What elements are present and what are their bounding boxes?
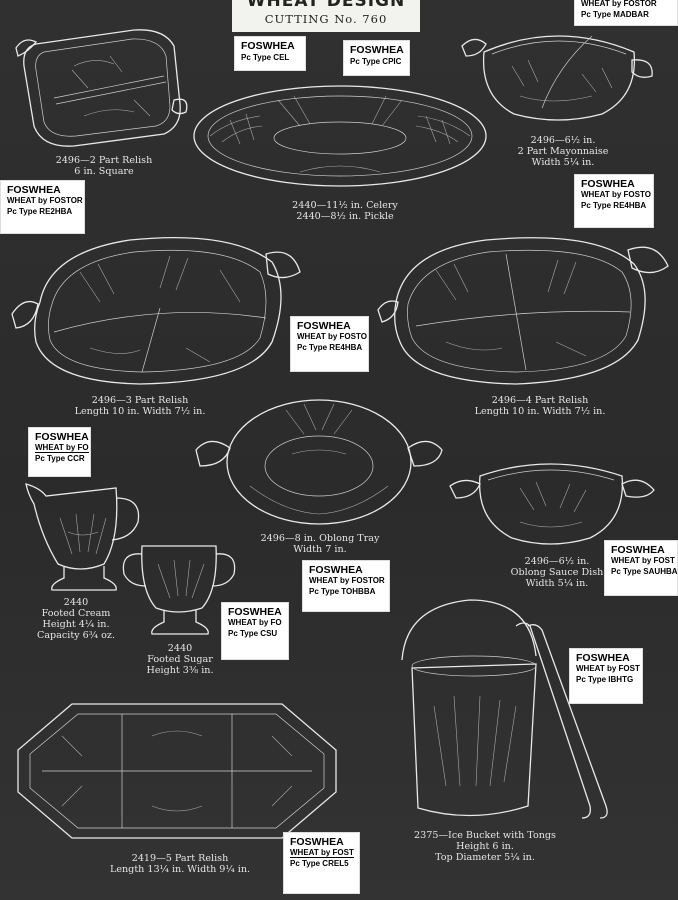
footed-sugar-image xyxy=(122,545,236,635)
caption-sauce-dish: 2496—6½ in. Oblong Sauce Dish Width 5¼ i… xyxy=(510,556,604,589)
caption-footed-cream: 2440 Footed Cream Height 4¼ in. Capacity… xyxy=(36,597,116,641)
label-madbar: WHEAT by FOSTOR Pc Type MADBAR xyxy=(574,0,678,26)
relish-4-part-image xyxy=(377,237,669,385)
label-cel: FOSWHEA Pc Type CEL xyxy=(234,36,306,71)
label-sauhba: FOSWHEA WHEAT by FOST Pc Type SAUHBA xyxy=(604,540,678,596)
sauce-dish-image xyxy=(449,463,655,545)
label-re4hba-top: FOSWHEA WHEAT by FOSTO Pc Type RE4HBA xyxy=(574,174,654,228)
label-re4hba-mid: FOSWHEA WHEAT by FOSTO Pc Type RE4HBA xyxy=(290,316,369,372)
label-ccr: FOSWHEA WHEAT by FO Pc Type CCR xyxy=(28,427,91,477)
page-title: WHEAT DESIGN xyxy=(246,0,406,11)
catalog-header: WHEAT DESIGN CUTTING No. 760 xyxy=(232,0,420,32)
caption-relish-5-part: 2419—5 Part Relish Length 13¼ in. Width … xyxy=(109,853,251,875)
label-ibhtg: FOSWHEA WHEAT by FOST Pc Type IBHTG xyxy=(569,648,643,704)
label-tohbba: FOSWHEA WHEAT by FOSTOR Pc Type TOHBBA xyxy=(302,560,390,612)
relish-3-part-image xyxy=(11,236,301,385)
caption-relish-3-part: 2496—3 Part Relish Length 10 in. Width 7… xyxy=(74,395,206,417)
label-re2hba: FOSWHEA WHEAT by FOSTOR Pc Type RE2HBA xyxy=(0,180,85,234)
cutting-number: CUTTING No. 760 xyxy=(264,12,388,26)
caption-ice-bucket: 2375—Ice Bucket with Tongs Height 6 in. … xyxy=(414,830,556,863)
caption-mayonnaise: 2496—6½ in. 2 Part Mayonnaise Width 5¼ i… xyxy=(517,135,609,168)
mayonnaise-dish-image xyxy=(461,35,653,121)
label-crel5: FOSWHEA WHEAT by FOST Pc Type CREL5 xyxy=(283,832,360,894)
celery-dish-image xyxy=(193,85,487,187)
relish-2-part-image xyxy=(15,29,188,147)
caption-relish-2-part: 2496—2 Part Relish 6 in. Square xyxy=(55,155,153,177)
relish-5-part-image xyxy=(17,703,337,839)
caption-footed-sugar: 2440 Footed Sugar Height 3⅜ in. xyxy=(146,643,214,676)
ice-bucket-image xyxy=(401,599,608,819)
caption-oblong-tray: 2496—8 in. Oblong Tray Width 7 in. xyxy=(260,533,380,555)
oblong-tray-image xyxy=(195,399,443,525)
caption-relish-4-part: 2496—4 Part Relish Length 10 in. Width 7… xyxy=(474,395,606,417)
caption-celery: 2440—11½ in. Celery 2440—8½ in. Pickle xyxy=(292,200,398,222)
label-cpic: FOSWHEA Pc Type CPIC xyxy=(343,40,410,76)
footed-cream-image xyxy=(25,483,140,591)
label-csu: FOSWHEA WHEAT by FO Pc Type CSU xyxy=(221,602,289,660)
